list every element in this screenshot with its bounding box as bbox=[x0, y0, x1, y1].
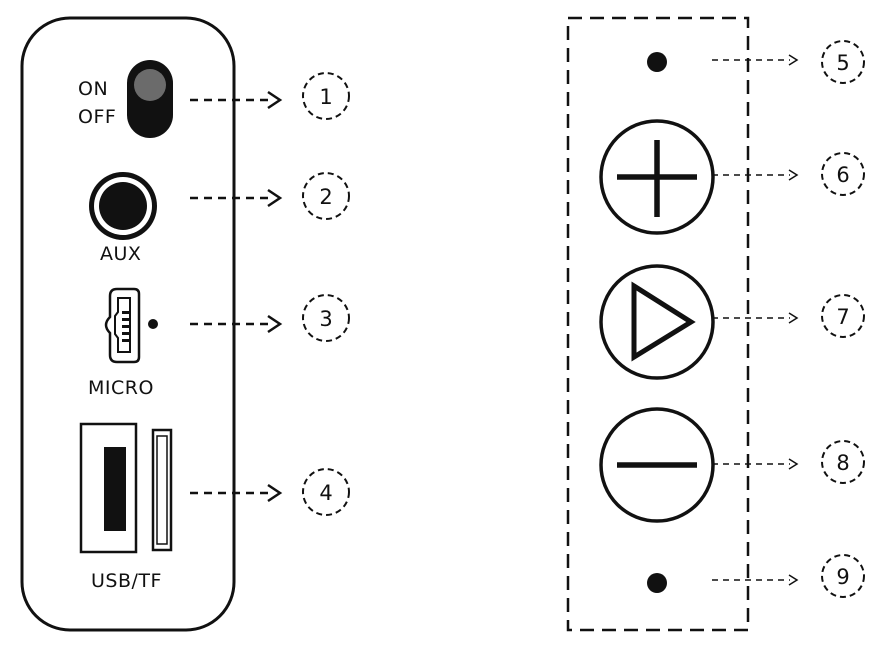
callout-arrow-9 bbox=[712, 574, 799, 586]
callout-arrow-4 bbox=[190, 483, 283, 503]
plus-button-icon bbox=[599, 119, 715, 235]
callout-number-4: 4 bbox=[319, 481, 332, 505]
usb-tf-label: USB/TF bbox=[91, 570, 162, 592]
play-button-icon bbox=[599, 264, 715, 380]
tf-card-slot-icon bbox=[151, 428, 173, 552]
callout-arrow-3 bbox=[190, 314, 283, 334]
callout-arrow-5 bbox=[712, 54, 799, 66]
switch-on-label: ON bbox=[78, 78, 108, 100]
callout-arrow-2 bbox=[190, 188, 283, 208]
callout-arrow-1 bbox=[190, 90, 283, 110]
micro-usb-port-icon bbox=[104, 287, 141, 364]
callout-circle-1 bbox=[302, 72, 350, 120]
callout-circle-3 bbox=[302, 294, 350, 342]
callout-circle-7 bbox=[821, 294, 865, 338]
callout-arrow-6 bbox=[712, 169, 799, 181]
callout-number-1: 1 bbox=[319, 85, 332, 109]
callout-number-9: 9 bbox=[836, 565, 849, 589]
bottom-led-indicator-icon bbox=[647, 573, 667, 593]
callout-circle-9 bbox=[821, 554, 865, 598]
callout-arrow-8 bbox=[712, 458, 799, 470]
callout-circle-6 bbox=[821, 152, 865, 196]
minus-button-icon bbox=[599, 407, 715, 523]
callout-number-7: 7 bbox=[836, 305, 849, 329]
aux-label: AUX bbox=[100, 243, 141, 265]
callout-arrow-7 bbox=[712, 312, 799, 324]
callout-number-3: 3 bbox=[319, 307, 332, 331]
callout-circle-5 bbox=[821, 40, 865, 84]
left-callouts: 1 2 3 4 bbox=[190, 72, 350, 516]
callout-number-2: 2 bbox=[319, 185, 332, 209]
callout-circle-4 bbox=[302, 468, 350, 516]
micro-label: MICRO bbox=[88, 377, 154, 399]
callout-number-6: 6 bbox=[836, 163, 849, 187]
button-panel bbox=[566, 16, 750, 632]
led-indicator-icon bbox=[148, 319, 158, 329]
top-led-indicator-icon bbox=[647, 52, 667, 72]
switch-off-label: OFF bbox=[78, 106, 116, 128]
callout-number-5: 5 bbox=[836, 51, 849, 75]
aux-jack-icon bbox=[89, 172, 157, 240]
callout-circle-2 bbox=[302, 172, 350, 220]
side-panel: ON OFF AUX MICRO U bbox=[20, 16, 236, 632]
right-callouts: 5 6 7 8 9 bbox=[712, 40, 865, 598]
power-switch-icon bbox=[127, 60, 173, 138]
button-panel-outline bbox=[566, 16, 750, 632]
callout-circle-8 bbox=[821, 440, 865, 484]
usb-port-icon bbox=[79, 422, 138, 554]
callout-number-8: 8 bbox=[836, 451, 849, 475]
